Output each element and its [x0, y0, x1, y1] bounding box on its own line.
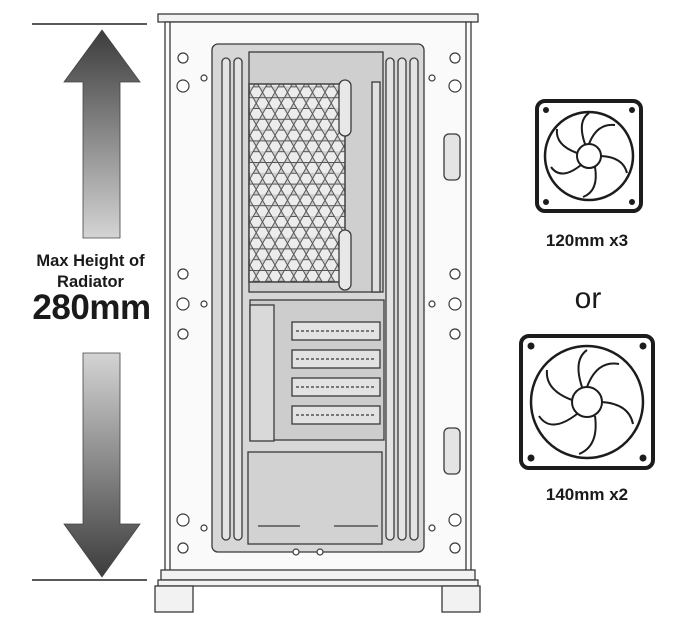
fan-icon	[535, 99, 643, 213]
or-separator: or	[574, 282, 602, 315]
up-arrow-icon	[63, 29, 141, 239]
fan-option-b-label: 140mm x2	[545, 485, 629, 504]
fan-icon	[519, 334, 655, 470]
max-height-caption: Max Height of Radiator	[36, 252, 145, 291]
down-arrow-icon	[63, 352, 141, 578]
case-mounting-holes	[176, 52, 462, 556]
pc-case-side-view	[154, 13, 481, 613]
radiator-height-value: 280mm	[32, 288, 151, 327]
fan-option-a-label: 120mm x3	[545, 231, 629, 250]
